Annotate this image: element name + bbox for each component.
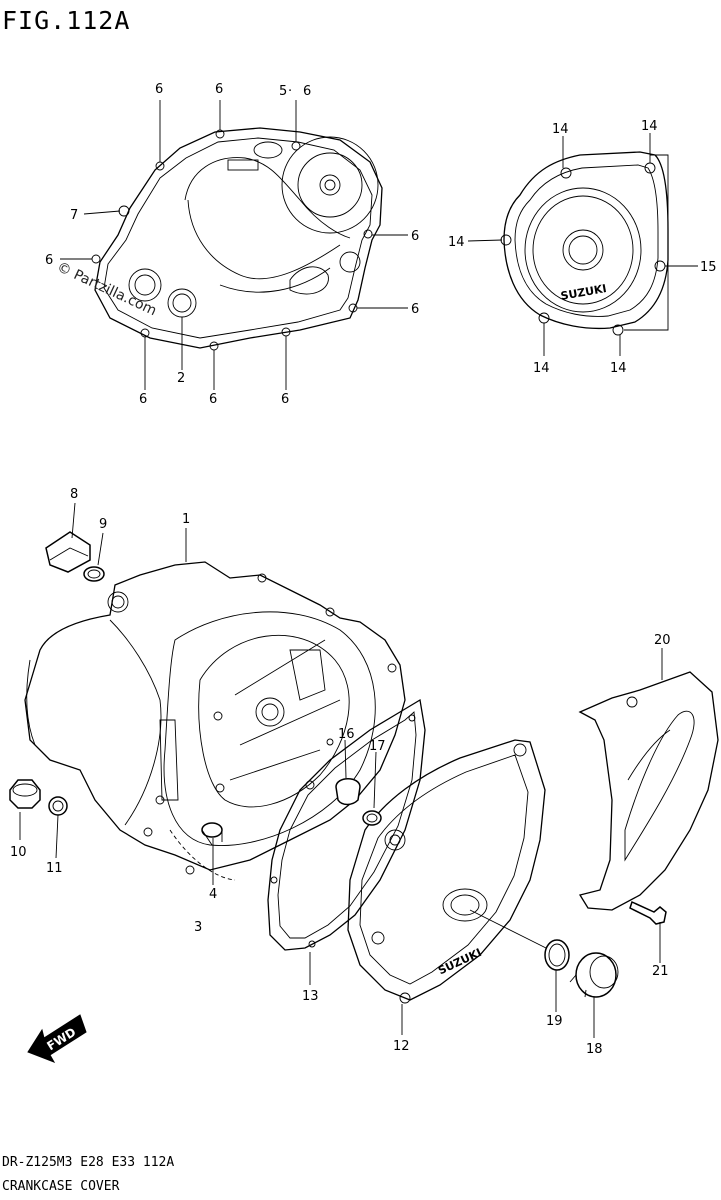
callout-6f: 6 bbox=[411, 302, 419, 317]
generator-cover-part-12: SUZUKI bbox=[347, 739, 546, 1004]
callout-12: 12 bbox=[393, 1039, 410, 1054]
bottom-leader-lines bbox=[19, 502, 663, 1038]
callout-14b: 14 bbox=[641, 119, 658, 134]
callout-14e: 14 bbox=[610, 361, 627, 376]
callout-6a: 6 bbox=[155, 82, 163, 97]
gasket-part-11 bbox=[48, 796, 68, 816]
gasket-part-3 bbox=[169, 829, 236, 881]
callout-2: 2 bbox=[177, 371, 185, 386]
footer-caption: CRANKCASE COVER bbox=[2, 1179, 120, 1194]
callout-13: 13 bbox=[302, 989, 319, 1004]
cap-part-16 bbox=[335, 778, 361, 806]
generator-cover-gasket-part-13 bbox=[267, 698, 426, 951]
callout-18: 18 bbox=[586, 1042, 603, 1057]
callout-10: 10 bbox=[10, 845, 27, 860]
callout-1: 1 bbox=[182, 512, 190, 527]
callout-19: 19 bbox=[546, 1014, 563, 1029]
watermark: © Partzilla.com bbox=[54, 259, 159, 319]
brand-text-generator-cover: SUZUKI bbox=[560, 282, 608, 303]
callout-6i: 6 bbox=[281, 392, 289, 407]
callout-15: 15 bbox=[700, 260, 717, 275]
callout-3: 3 bbox=[194, 920, 202, 935]
callout-4: 4 bbox=[209, 887, 217, 902]
callout-7: 7 bbox=[70, 208, 78, 223]
sprocket-guard-part-20 bbox=[578, 671, 719, 911]
bolt-part-21 bbox=[629, 900, 667, 925]
footer-model-line: DR-Z125M3 E28 E33 112A bbox=[2, 1155, 174, 1170]
oil-filler-cap-part-8 bbox=[45, 531, 91, 573]
figure-title: FIG.112A bbox=[2, 6, 130, 35]
callout-14d: 14 bbox=[533, 361, 550, 376]
callout-16: 16 bbox=[338, 727, 355, 742]
callout-14a: 14 bbox=[552, 122, 569, 137]
callout-6c: 6 bbox=[303, 84, 311, 99]
top-left-leader-lines bbox=[60, 100, 408, 390]
callout-20: 20 bbox=[654, 633, 671, 648]
callout-14c: 14 bbox=[448, 235, 465, 250]
o-ring-part-17 bbox=[362, 810, 382, 826]
callout-6h: 6 bbox=[209, 392, 217, 407]
o-ring-part-9 bbox=[83, 566, 105, 582]
crankcase-cover-part-1 bbox=[24, 561, 406, 875]
callout-dot: · bbox=[288, 84, 292, 99]
drain-plug-part-10 bbox=[9, 779, 41, 809]
callout-6g: 6 bbox=[139, 392, 147, 407]
plug-part-18 bbox=[569, 952, 619, 998]
top-right-leader-lines bbox=[467, 133, 698, 356]
callout-9: 9 bbox=[99, 517, 107, 532]
callout-6d: 6 bbox=[411, 229, 419, 244]
clutch-cover-outline-drawing bbox=[91, 127, 383, 351]
callout-8: 8 bbox=[70, 487, 78, 502]
callout-17: 17 bbox=[369, 739, 386, 754]
bottom-callouts: 8 9 1 10 11 4 3 16 17 20 13 12 21 19 18 bbox=[10, 487, 671, 1057]
callout-6b: 6 bbox=[215, 82, 223, 97]
top-right-callouts: 14 14 14 15 14 14 bbox=[448, 119, 717, 376]
callout-5: 5 bbox=[279, 84, 287, 99]
dowel-pin-part-4 bbox=[201, 822, 223, 846]
top-left-callouts: 6 6 5 · 6 7 6 6 6 6 2 6 6 6 bbox=[45, 82, 419, 407]
forward-direction-arrow: FWD bbox=[27, 1014, 87, 1063]
callout-11: 11 bbox=[46, 861, 63, 876]
generator-cover-outline-drawing: SUZUKI bbox=[500, 151, 669, 336]
o-ring-part-19 bbox=[544, 939, 570, 971]
callout-21: 21 bbox=[652, 964, 669, 979]
callout-6e: 6 bbox=[45, 253, 53, 268]
